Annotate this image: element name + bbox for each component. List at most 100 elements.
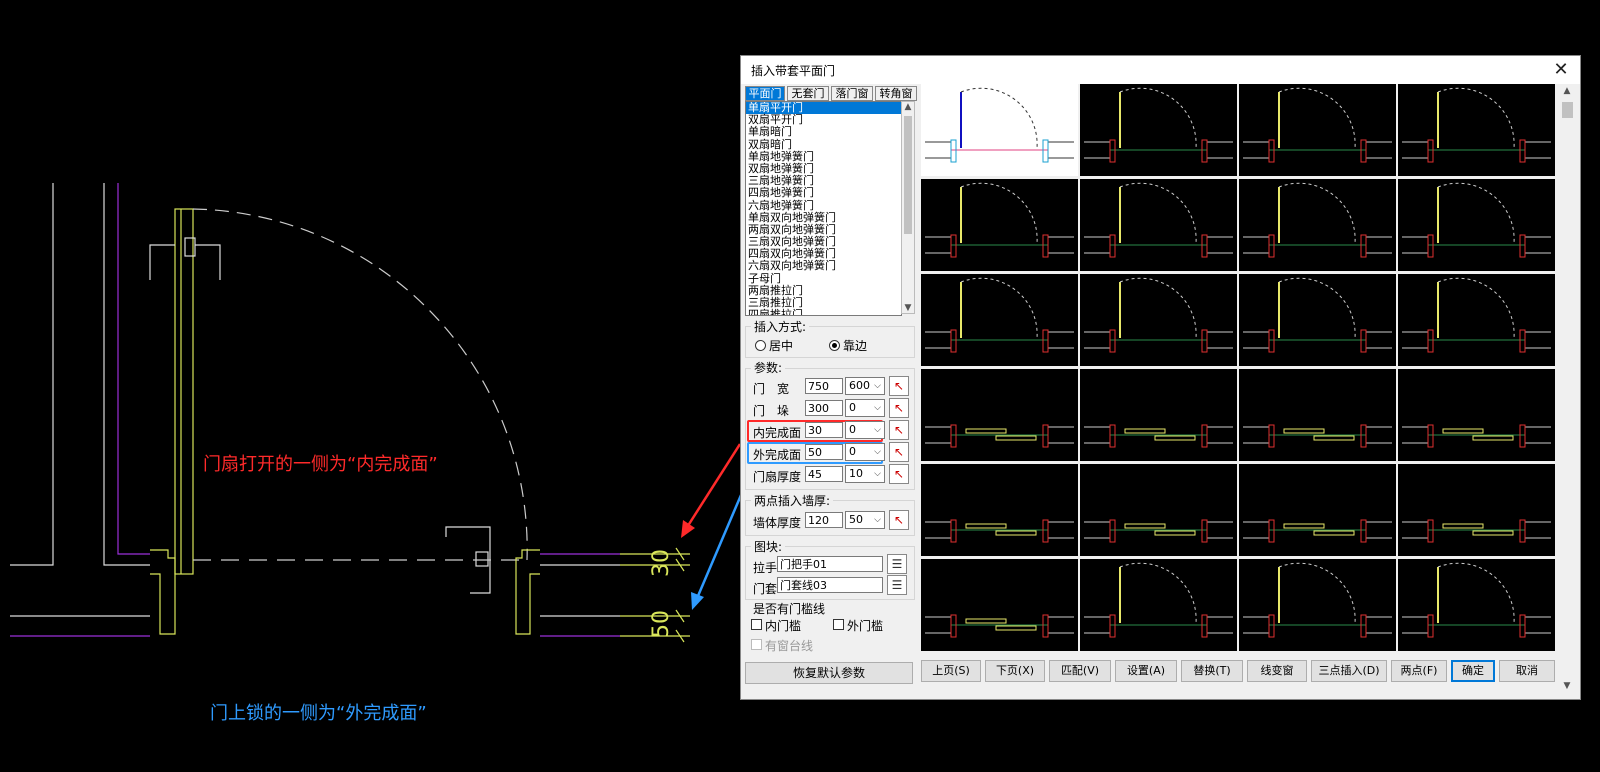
door-preview-cell[interactable] bbox=[1080, 369, 1237, 461]
sill-checkbox[interactable] bbox=[751, 639, 762, 650]
radio-center-label[interactable]: 居中 bbox=[769, 339, 794, 353]
radio-edge[interactable] bbox=[829, 340, 840, 351]
ok-button[interactable]: 确定 bbox=[1451, 660, 1495, 682]
door-type-item[interactable]: 双扇地弹簧门 bbox=[748, 161, 814, 175]
pick-cursor-icon[interactable]: ↖ bbox=[889, 510, 909, 530]
wall-thickness-input[interactable]: 120 bbox=[805, 512, 843, 528]
close-icon[interactable]: ✕ bbox=[1553, 59, 1569, 80]
door-jamb-select[interactable]: 0⌵ bbox=[845, 399, 885, 417]
grid-scrollbar[interactable]: ▲ ▼ bbox=[1559, 84, 1576, 693]
replace-button[interactable]: 替换(T) bbox=[1181, 660, 1243, 682]
cancel-button[interactable]: 取消 bbox=[1499, 660, 1555, 682]
door-preview-cell[interactable] bbox=[1080, 179, 1237, 271]
door-type-item[interactable]: 双扇平开门 bbox=[748, 113, 803, 127]
scroll-down-icon[interactable]: ▼ bbox=[1563, 681, 1571, 691]
wall-thickness-select[interactable]: 50⌵ bbox=[845, 511, 885, 529]
door-type-item[interactable]: 六扇地弹簧门 bbox=[748, 198, 814, 212]
scroll-up-icon[interactable]: ▲ bbox=[904, 102, 912, 112]
pick-cursor-icon[interactable]: ↖ bbox=[889, 464, 909, 484]
door-preview-cell[interactable] bbox=[921, 369, 1078, 461]
door-width-select[interactable]: 600⌵ bbox=[845, 377, 885, 395]
list-scrollbar[interactable]: ▲ ▼ bbox=[901, 101, 915, 314]
outer-finish-select[interactable]: 0⌵ bbox=[845, 443, 885, 461]
inner-finish-select[interactable]: 0⌵ bbox=[845, 421, 885, 439]
door-type-item[interactable]: 子母门 bbox=[748, 271, 781, 285]
scroll-down-icon[interactable]: ▼ bbox=[904, 303, 912, 313]
inner-finish-input[interactable]: 30 bbox=[805, 422, 843, 438]
door-type-item[interactable]: 单扇平开门 bbox=[746, 102, 901, 115]
inner-threshold-label[interactable]: 内门槛 bbox=[765, 619, 802, 633]
pick-cursor-icon[interactable]: ↖ bbox=[889, 376, 909, 396]
door-preview-cell[interactable] bbox=[1080, 84, 1237, 176]
leaf-thickness-input[interactable]: 45 bbox=[805, 466, 843, 482]
two-point-button[interactable]: 两点(F) bbox=[1391, 660, 1447, 682]
tab-no-frame-door[interactable]: 无套门 bbox=[787, 86, 829, 101]
match-button[interactable]: 匹配(V) bbox=[1049, 660, 1111, 682]
door-jamb-input[interactable]: 300 bbox=[805, 400, 843, 416]
pick-cursor-icon[interactable]: ↖ bbox=[889, 420, 909, 440]
door-preview-cell[interactable] bbox=[921, 464, 1078, 556]
door-preview-cell[interactable] bbox=[921, 274, 1078, 366]
prev-page-button[interactable]: 上页(S) bbox=[921, 660, 981, 682]
door-preview-cell[interactable] bbox=[921, 559, 1078, 651]
door-type-item[interactable]: 两扇双向地弹簧门 bbox=[748, 222, 836, 236]
door-type-item[interactable]: 单扇双向地弹簧门 bbox=[748, 210, 836, 224]
pick-cursor-icon[interactable]: ↖ bbox=[889, 442, 909, 462]
list-scroll-thumb[interactable] bbox=[904, 116, 912, 234]
door-type-list[interactable]: 单扇平开门双扇平开门单扇暗门双扇暗门单扇地弹簧门双扇地弹簧门三扇地弹簧门四扇地弹… bbox=[745, 101, 902, 316]
outer-threshold-label[interactable]: 外门槛 bbox=[847, 619, 884, 633]
door-preview-cell[interactable] bbox=[1398, 369, 1555, 461]
radio-center[interactable] bbox=[755, 340, 766, 351]
door-preview-cell[interactable] bbox=[1398, 464, 1555, 556]
grid-scroll-thumb[interactable] bbox=[1562, 102, 1573, 118]
door-preview-cell[interactable] bbox=[1080, 274, 1237, 366]
settings-button[interactable]: 设置(A) bbox=[1115, 660, 1177, 682]
door-width-input[interactable]: 750 bbox=[805, 378, 843, 394]
door-type-item[interactable]: 单扇暗门 bbox=[748, 125, 792, 139]
door-type-item[interactable]: 四扇推拉门 bbox=[748, 308, 803, 316]
door-preview-cell[interactable] bbox=[1239, 274, 1396, 366]
door-preview-cell[interactable] bbox=[1239, 179, 1396, 271]
door-type-item[interactable]: 双扇暗门 bbox=[748, 137, 792, 151]
door-preview-cell[interactable] bbox=[1398, 559, 1555, 651]
door-preview-cell[interactable] bbox=[921, 84, 1078, 176]
door-preview-cell[interactable] bbox=[1239, 464, 1396, 556]
tab-corner-window[interactable]: 转角窗 bbox=[875, 86, 917, 101]
door-preview-cell[interactable] bbox=[1239, 84, 1396, 176]
outer-threshold-checkbox[interactable] bbox=[833, 619, 844, 630]
inner-threshold-checkbox[interactable] bbox=[751, 619, 762, 630]
door-preview-cell[interactable] bbox=[921, 179, 1078, 271]
door-type-item[interactable]: 三扇双向地弹簧门 bbox=[748, 235, 836, 249]
tab-flat-door[interactable]: 平面门 bbox=[745, 86, 785, 101]
door-type-item[interactable]: 四扇双向地弹簧门 bbox=[748, 247, 836, 261]
tab-floor-door-window[interactable]: 落门窗 bbox=[831, 86, 873, 101]
scroll-up-icon[interactable]: ▲ bbox=[1563, 86, 1571, 96]
line-to-window-button[interactable]: 线变窗 bbox=[1247, 660, 1307, 682]
leaf-thickness-select[interactable]: 10⌵ bbox=[845, 465, 885, 483]
reset-defaults-button[interactable]: 恢复默认参数 bbox=[745, 662, 913, 684]
pick-cursor-icon[interactable]: ↖ bbox=[889, 398, 909, 418]
dialog-titlebar[interactable]: 插入带套平面门 ✕ bbox=[741, 56, 1580, 84]
radio-edge-label[interactable]: 靠边 bbox=[843, 339, 868, 353]
outer-finish-input[interactable]: 50 bbox=[805, 444, 843, 460]
block-picker-icon[interactable]: ☰ bbox=[887, 554, 907, 574]
three-point-insert-button[interactable]: 三点插入(D) bbox=[1311, 660, 1387, 682]
door-preview-cell[interactable] bbox=[1398, 179, 1555, 271]
door-type-item[interactable]: 六扇双向地弹簧门 bbox=[748, 259, 836, 273]
door-preview-cell[interactable] bbox=[1239, 559, 1396, 651]
door-preview-cell[interactable] bbox=[1239, 369, 1396, 461]
next-page-button[interactable]: 下页(X) bbox=[985, 660, 1045, 682]
door-preview-cell[interactable] bbox=[1080, 464, 1237, 556]
handle-input[interactable]: 门把手01 bbox=[777, 556, 883, 572]
block-picker-icon[interactable]: ☰ bbox=[887, 575, 907, 595]
cad-drawing-canvas[interactable]: 30 50 bbox=[0, 0, 740, 772]
door-type-item[interactable]: 三扇地弹簧门 bbox=[748, 174, 814, 188]
door-type-item[interactable]: 三扇推拉门 bbox=[748, 296, 803, 309]
door-preview-cell[interactable] bbox=[1080, 559, 1237, 651]
door-preview-cell[interactable] bbox=[1398, 274, 1555, 366]
door-type-item[interactable]: 四扇地弹簧门 bbox=[748, 186, 814, 200]
door-type-item[interactable]: 单扇地弹簧门 bbox=[748, 149, 814, 163]
frame-input[interactable]: 门套线03 bbox=[777, 577, 883, 593]
door-type-item[interactable]: 两扇推拉门 bbox=[748, 283, 803, 297]
door-preview-cell[interactable] bbox=[1398, 84, 1555, 176]
